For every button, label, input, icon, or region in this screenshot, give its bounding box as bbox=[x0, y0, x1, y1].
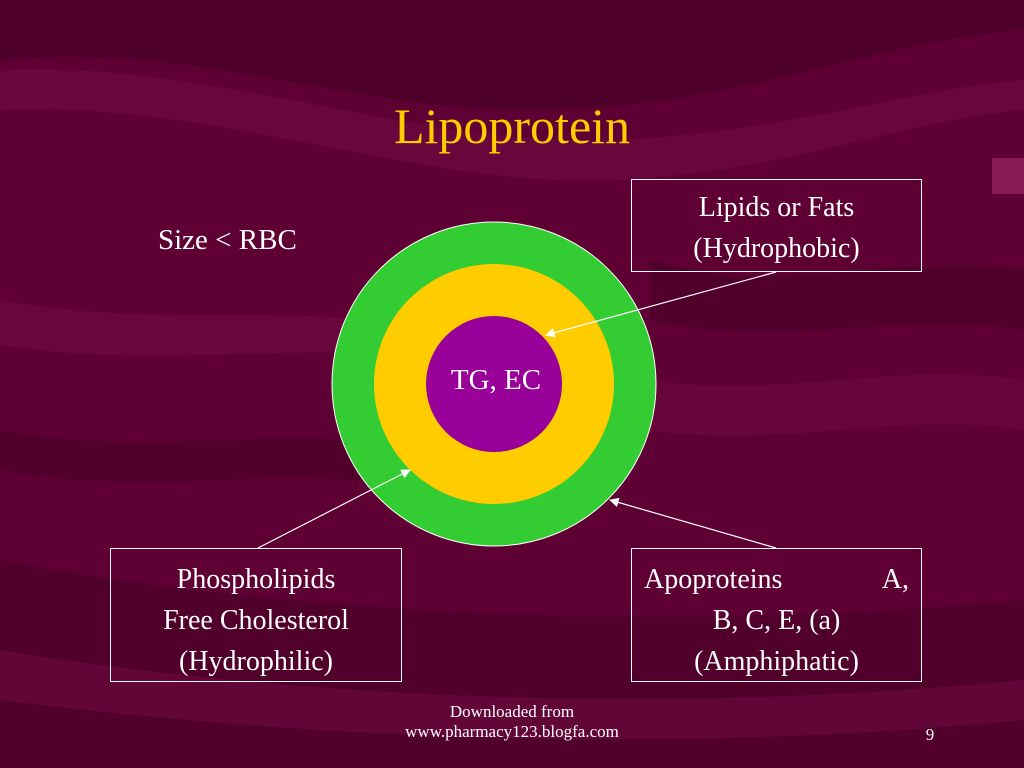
slide-title: Lipoprotein bbox=[393, 98, 631, 154]
core-label: TG, EC bbox=[450, 364, 542, 396]
background-wave bbox=[0, 650, 1024, 740]
background-wave bbox=[650, 374, 1024, 436]
apoproteins-line-1: Apoproteins A, bbox=[632, 559, 921, 600]
arrow-lipids bbox=[545, 271, 777, 338]
footer-line-1: Downloaded from bbox=[449, 702, 575, 721]
apoproteins-label-box: Apoproteins A, B, C, E, (a) (Amphiphatic… bbox=[631, 548, 922, 682]
background-wave bbox=[0, 69, 1024, 181]
phospholipids-line-3: (Hydrophilic) bbox=[179, 646, 333, 677]
footer-link[interactable]: www.pharmacy123.blogfa.com bbox=[405, 722, 619, 741]
background-wave bbox=[650, 260, 1024, 332]
footer-credit: Downloaded from www.pharmacy123.blogfa.c… bbox=[370, 702, 654, 742]
arrow-phospholipids bbox=[257, 469, 411, 549]
apoproteins-class-a: A, bbox=[881, 564, 909, 595]
background-wave bbox=[0, 300, 420, 360]
background-accent-bar bbox=[992, 158, 1024, 194]
page-number: 9 bbox=[925, 725, 935, 744]
arrow-apoproteins bbox=[609, 497, 777, 549]
background-wave bbox=[0, 430, 420, 490]
phospholipids-line-2: Free Cholesterol bbox=[163, 605, 349, 636]
lipids-line-2: (Hydrophobic) bbox=[693, 233, 860, 264]
apoproteins-line-3: (Amphiphatic) bbox=[694, 646, 859, 677]
phospholipids-line-1: Phospholipids bbox=[176, 564, 336, 595]
apoproteins-line-2: B, C, E, (a) bbox=[712, 605, 841, 636]
size-note: Size < RBC bbox=[158, 224, 297, 256]
lipids-label-box: Lipids or Fats (Hydrophobic) bbox=[631, 179, 922, 272]
core-circle bbox=[426, 316, 562, 452]
background-wave bbox=[0, 0, 1024, 111]
phospholipids-label-box: Phospholipids Free Cholesterol (Hydrophi… bbox=[110, 548, 402, 682]
lipids-line-1: Lipids or Fats bbox=[698, 192, 855, 223]
apoproteins-word: Apoproteins bbox=[644, 564, 783, 595]
